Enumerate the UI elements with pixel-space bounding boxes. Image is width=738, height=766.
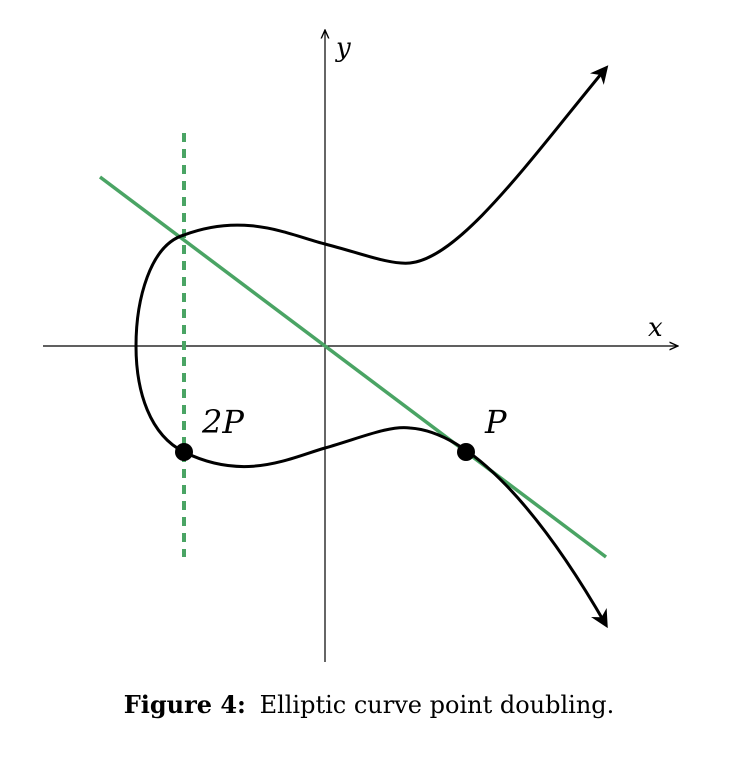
figure-caption: Figure 4: Elliptic curve point doubling. [0,690,738,719]
point-2p-label: 2P [201,403,244,441]
curve-upper-branch [134,65,609,347]
elliptic-curve-diagram: x y 2P P [43,0,738,662]
x-axis-label: x [648,313,663,343]
caption-text: Elliptic curve point doubling. [259,691,615,719]
curve-lower-branch [134,345,608,629]
point-2p [175,443,193,461]
tangent-line [98,175,608,559]
caption-label: Figure 4: [123,690,246,719]
point-p [457,443,475,461]
y-axis-label: y [335,33,351,63]
point-p-label: P [484,403,507,441]
